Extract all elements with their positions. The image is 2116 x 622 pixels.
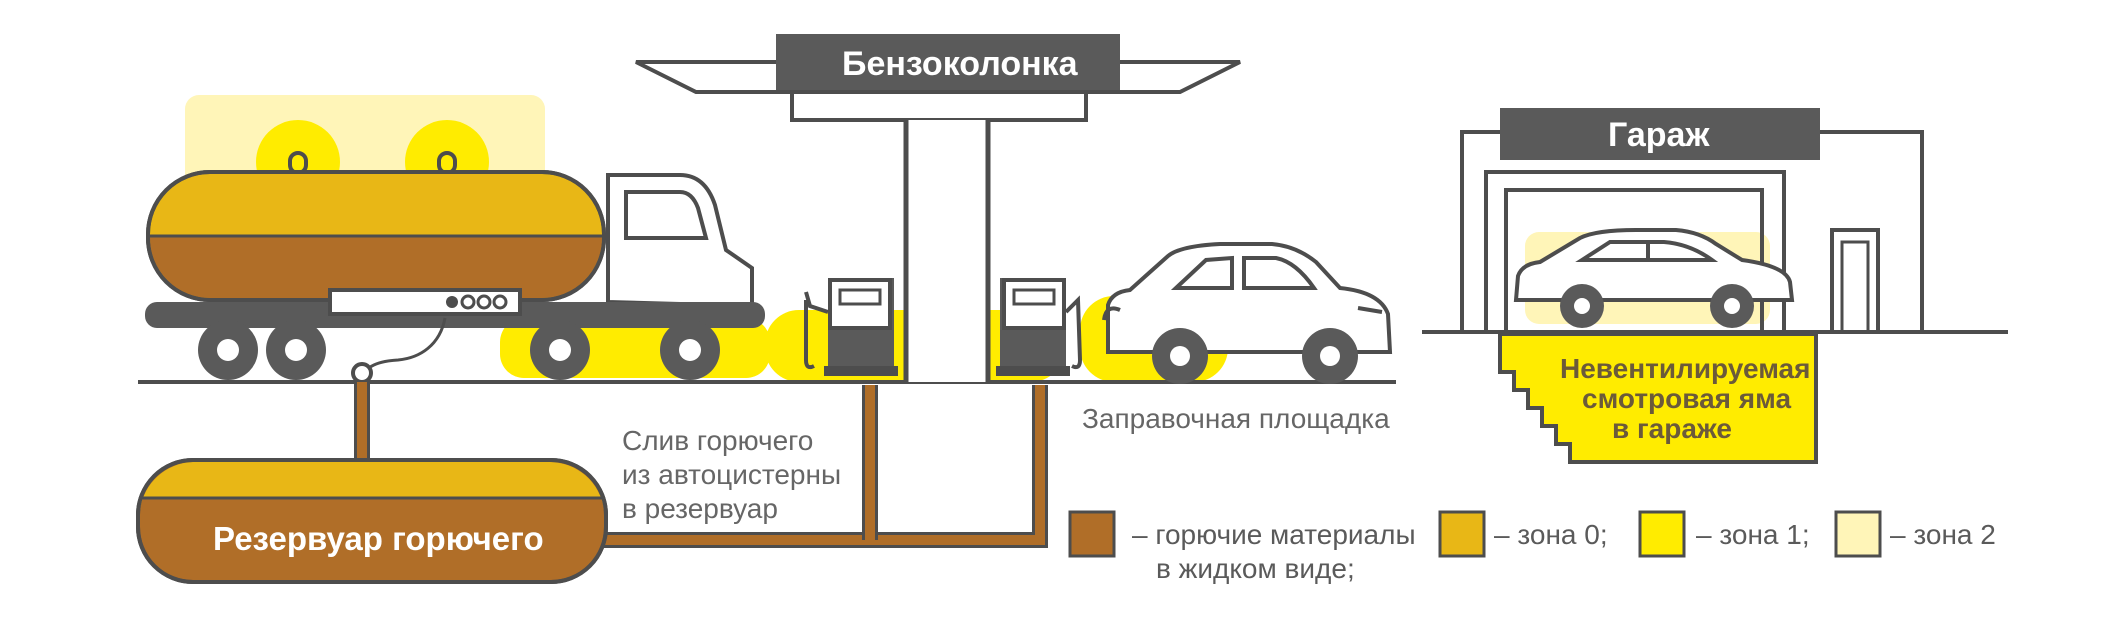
garage-door xyxy=(1830,228,1880,334)
car-station-wheel-rear xyxy=(1302,328,1358,384)
truck-wheel-3 xyxy=(530,320,590,380)
gas-station-title-plate xyxy=(776,34,1120,90)
fuel-tank: Резервуар горючего xyxy=(136,458,608,584)
fuel-tank-label: Резервуар горючего xyxy=(213,520,544,557)
drain-label-line3: в резервуар xyxy=(622,493,778,524)
pit-label-line2: смотровая яма xyxy=(1582,383,1791,414)
garage-title-plate xyxy=(1500,108,1820,160)
legend-zone1-label: – зона 1; xyxy=(1696,519,1810,550)
control-dot-4 xyxy=(492,294,508,310)
legend: – горючие материалы в жидком виде; – зон… xyxy=(1068,510,1996,584)
tanker-liquid xyxy=(150,236,602,298)
drain-hose xyxy=(363,317,447,373)
garage: Гараж xyxy=(1460,108,1924,334)
legend-liquid-line2: в жидком виде; xyxy=(1156,553,1355,584)
control-dot-3 xyxy=(476,294,492,310)
drain-valve xyxy=(351,362,373,384)
car-at-station xyxy=(1102,242,1393,384)
pit-label-line1: Невентилируемая xyxy=(1560,353,1810,384)
truck-wheel-4 xyxy=(660,320,720,380)
legend-liquid-line1: – горючие материалы xyxy=(1132,519,1416,550)
pit-label-line3: в гараже xyxy=(1612,413,1732,444)
truck-cab-window xyxy=(624,190,709,240)
drain-label-line2: из автоцистерны xyxy=(622,459,841,490)
gas-station-title: Бензоколонка xyxy=(842,45,1079,83)
control-dot-2 xyxy=(460,294,476,310)
legend-swatch-zone2 xyxy=(1834,510,1882,558)
truck-cab xyxy=(606,173,754,309)
legend-swatch-zone1 xyxy=(1638,510,1686,558)
tanker-truck xyxy=(145,151,765,384)
legend-swatch-liquid xyxy=(1068,510,1116,558)
car-garage-wheel-rear xyxy=(1710,284,1754,328)
inspection-pit: Невентилируемая смотровая яма в гараже xyxy=(1498,332,1818,464)
legend-zone2-label: – зона 2 xyxy=(1890,519,1996,550)
garage-title: Гараж xyxy=(1608,116,1710,154)
gas-station-canopy: Бензоколонка xyxy=(635,34,1241,382)
legend-zone0-label: – зона 0; xyxy=(1494,519,1608,550)
drain-label-line1: Слив горючего xyxy=(622,425,813,456)
legend-swatch-zone0 xyxy=(1438,510,1486,558)
tanker-control-box xyxy=(328,288,522,316)
truck-wheel-1 xyxy=(198,320,258,380)
truck-wheel-2 xyxy=(266,320,326,380)
car-garage-wheel-front xyxy=(1560,284,1604,328)
car-station-wheel-front xyxy=(1152,328,1208,384)
fuel-pump-right xyxy=(996,278,1083,376)
car-in-garage xyxy=(1513,228,1795,328)
fuel-pump-left xyxy=(804,278,898,376)
control-dot-1 xyxy=(446,296,458,308)
underground-pipes xyxy=(354,382,1048,548)
refuel-area-label: Заправочная площадка xyxy=(1082,403,1390,434)
